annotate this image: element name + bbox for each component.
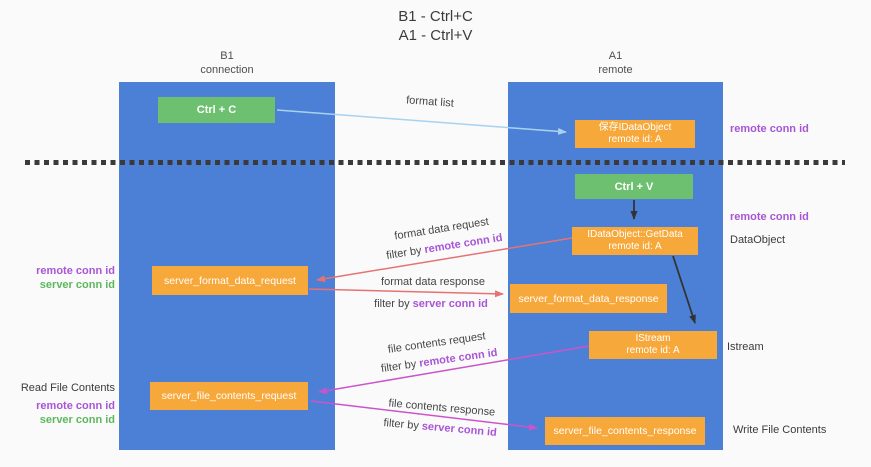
- title-line-2: A1 - Ctrl+V: [398, 27, 473, 44]
- format-list-label: format list: [405, 94, 455, 110]
- istream-line1: IStream: [635, 333, 671, 344]
- server-file-contents-request-label: server_file_contents_request: [161, 390, 297, 402]
- server-format-data-request-box: server_format_data_request: [152, 266, 308, 295]
- copy-paste-separator-line: [25, 160, 845, 165]
- column-header-b1-name: B1: [220, 50, 234, 62]
- ctrl-c-label: Ctrl + C: [196, 104, 237, 116]
- server-format-data-response-label: server_format_data_response: [518, 292, 659, 305]
- left-remote-conn-id-label: remote conn id: [36, 265, 115, 277]
- left-remote-conn-id-label-2: remote conn id: [36, 400, 115, 412]
- save-idataobject-line1: 保存IDataObject: [598, 122, 672, 133]
- write-file-contents-label: Write File Contents: [733, 424, 827, 436]
- column-header-a1: A1 remote: [508, 49, 723, 77]
- server-conn-id-filter: server conn id: [421, 420, 498, 439]
- right-remote-conn-id-label: remote conn id: [730, 123, 809, 135]
- ctrl-c-box: Ctrl + C: [158, 97, 275, 123]
- ctrl-v-box: Ctrl + V: [575, 174, 693, 199]
- right-remote-conn-id-label-2: remote conn id: [730, 211, 809, 223]
- format-data-response-label: format data response: [381, 276, 485, 288]
- read-file-contents-label: Read File Contents: [20, 382, 115, 394]
- ctrl-v-label: Ctrl + V: [614, 180, 654, 193]
- left-server-conn-id-label: server conn id: [39, 279, 115, 291]
- column-header-b1-role: connection: [200, 64, 254, 76]
- server-conn-id-filter: server conn id: [412, 298, 488, 310]
- column-header-b1: B1 connection: [119, 49, 335, 77]
- format-data-request-label: format data request filter by remote con…: [385, 215, 504, 262]
- left-server-conn-id-label-2: server conn id: [39, 414, 115, 426]
- file-contents-response-label: file contents response filter by server …: [382, 397, 498, 439]
- file-contents-request-label: file contents request filter by remote c…: [380, 330, 499, 376]
- idataobject-getdata-box: IDataObject::GetData remote id: A: [572, 227, 698, 255]
- arrow-format-data-response: [308, 288, 504, 298]
- save-idataobject-box: 保存IDataObject remote id: A: [575, 120, 695, 148]
- istream-side-label: Istream: [727, 341, 764, 353]
- server-file-contents-request-box: server_file_contents_request: [150, 382, 308, 410]
- server-format-data-request-label: server_format_data_request: [164, 274, 296, 287]
- server-file-contents-response-box: server_file_contents_response: [545, 417, 705, 445]
- save-idataobject-line2: remote id: A: [608, 134, 662, 145]
- diagram-title: B1 - Ctrl+C A1 - Ctrl+V: [0, 7, 871, 45]
- server-format-data-response-box: server_format_data_response: [510, 284, 667, 313]
- idataobject-getdata-line1: IDataObject::GetData: [587, 229, 683, 240]
- idataobject-getdata-line2: remote id: A: [608, 241, 662, 252]
- istream-box: IStream remote id: A: [589, 331, 717, 359]
- format-data-response-filter-label: filter by server conn id: [374, 298, 488, 310]
- title-line-1: B1 - Ctrl+C: [398, 8, 473, 25]
- server-file-contents-response-label: server_file_contents_response: [553, 425, 697, 437]
- istream-line2: remote id: A: [626, 345, 680, 356]
- dataobject-label: DataObject: [730, 234, 786, 246]
- column-header-a1-name: A1: [608, 50, 623, 62]
- column-header-a1-role: remote: [598, 64, 633, 76]
